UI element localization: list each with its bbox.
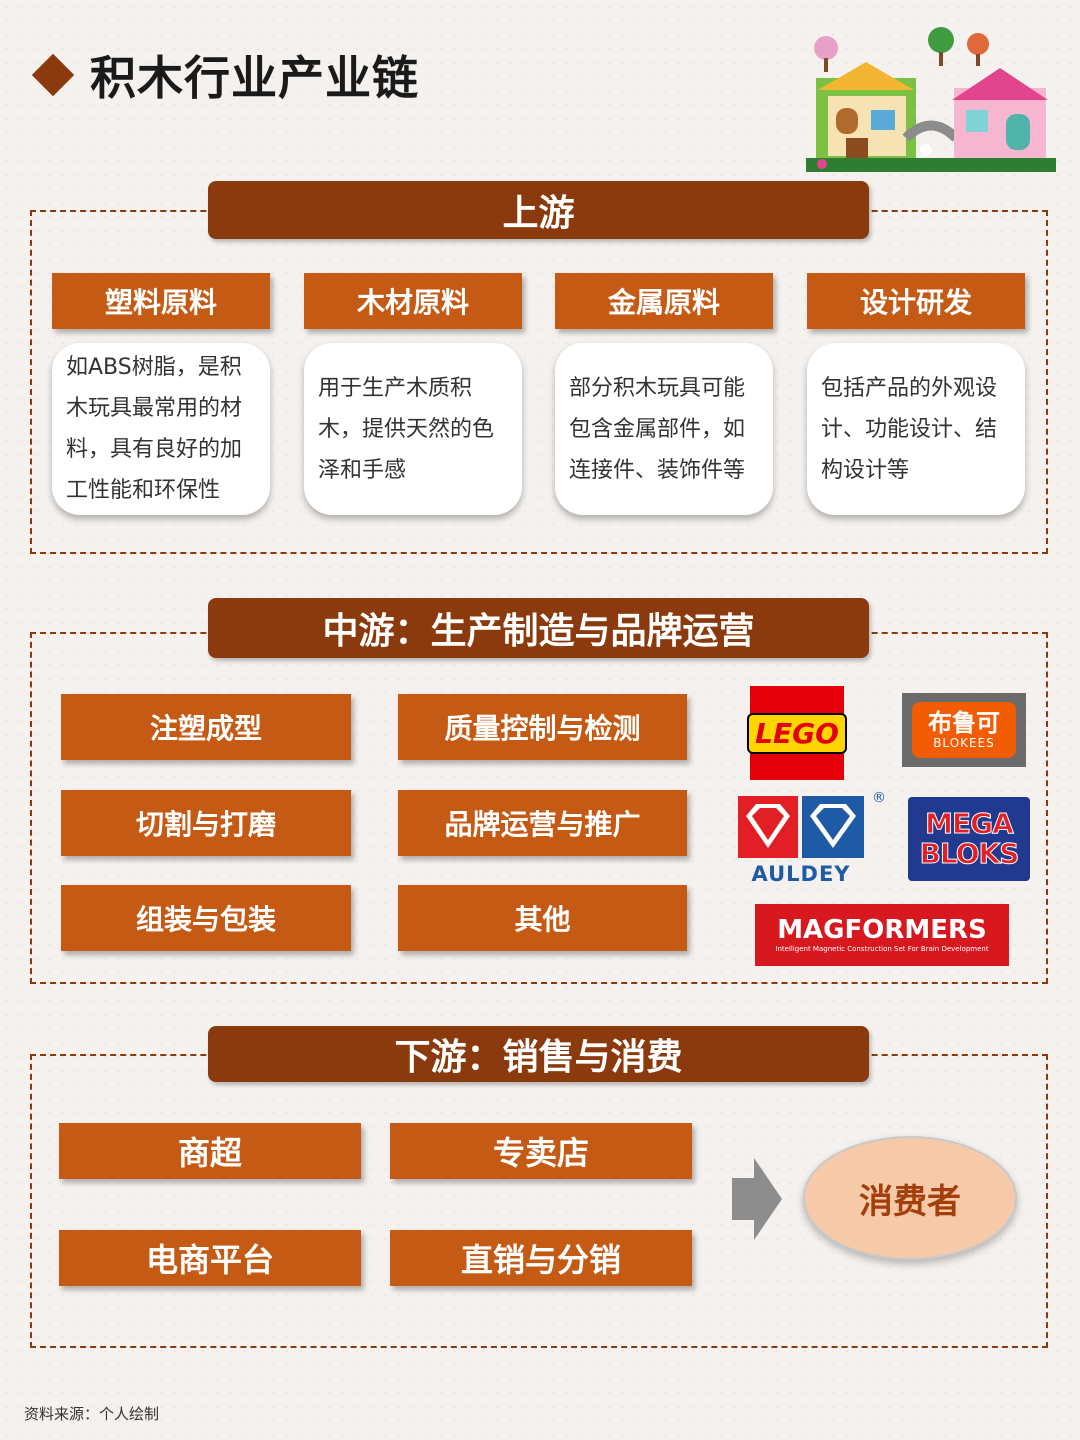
downstream-header: 下游：销售与消费 bbox=[208, 1026, 869, 1082]
downstream-item-supermarket: 商超 bbox=[59, 1123, 361, 1179]
building-blocks-illustration bbox=[806, 27, 1056, 172]
auldey-diamond-icon bbox=[738, 796, 864, 858]
page-title-text: 积木行业产业链 bbox=[90, 51, 419, 105]
upstream-category-plastic: 塑料原料 bbox=[52, 273, 270, 329]
source-note: 资料来源：个人绘制 bbox=[24, 1405, 160, 1423]
midstream-item-brand-promotion: 品牌运营与推广 bbox=[398, 790, 687, 856]
magformers-logo: MAGFORMERS Intelligent Magnetic Construc… bbox=[755, 904, 1009, 966]
downstream-item-specialty-store: 专卖店 bbox=[390, 1123, 692, 1179]
diamond-bullet-icon bbox=[31, 53, 75, 97]
upstream-category-design: 设计研发 bbox=[807, 273, 1025, 329]
downstream-item-direct-distribution: 直销与分销 bbox=[390, 1230, 692, 1286]
midstream-header: 中游：生产制造与品牌运营 bbox=[208, 598, 869, 658]
auldey-logo-text: AULDEY bbox=[751, 862, 851, 886]
consumer-label: 消费者 bbox=[859, 1181, 961, 1222]
blokees-logo-badge: 布鲁可 BLOKEES bbox=[912, 702, 1016, 758]
midstream-item-cutting-polishing: 切割与打磨 bbox=[61, 790, 351, 856]
lego-logo: LEGO bbox=[747, 686, 847, 780]
upstream-category-metal: 金属原料 bbox=[555, 273, 773, 329]
upstream-desc-text: 部分积木玩具可能包含金属部件，如连接件、装饰件等 bbox=[569, 375, 746, 483]
blokees-logo-en: BLOKEES bbox=[933, 736, 995, 750]
upstream-desc-plastic: 如ABS树脂，是积木玩具最常用的材料，具有良好的加工性能和环保性 bbox=[52, 343, 270, 515]
upstream-category-wood: 木材原料 bbox=[304, 273, 522, 329]
midstream-item-quality-control: 质量控制与检测 bbox=[398, 694, 687, 760]
lego-logo-text: LEGO bbox=[747, 712, 847, 754]
upstream-desc-wood: 用于生产木质积木，提供天然的色泽和手感 bbox=[304, 343, 522, 515]
magformers-tagline: Intelligent Magnetic Construction Set Fo… bbox=[775, 945, 989, 953]
page-title: 积木行业产业链 bbox=[30, 42, 419, 108]
consumer-ellipse: 消费者 bbox=[803, 1136, 1017, 1260]
auldey-logo: ® AULDEY bbox=[738, 790, 888, 886]
upstream-desc-design: 包括产品的外观设计、功能设计、结构设计等 bbox=[807, 343, 1025, 515]
upstream-header: 上游 bbox=[208, 181, 869, 239]
auldey-registered-mark: ® bbox=[872, 790, 886, 806]
midstream-item-injection-molding: 注塑成型 bbox=[61, 694, 351, 760]
upstream-desc-metal: 部分积木玩具可能包含金属部件，如连接件、装饰件等 bbox=[555, 343, 773, 515]
mega-bloks-logo: MEGA BLOKS bbox=[908, 797, 1030, 881]
downstream-item-ecommerce: 电商平台 bbox=[59, 1230, 361, 1286]
midstream-item-assembly-packaging: 组装与包装 bbox=[61, 885, 351, 951]
mega-logo-line2: BLOKS bbox=[919, 837, 1020, 870]
upstream-desc-text: 包括产品的外观设计、功能设计、结构设计等 bbox=[821, 375, 998, 483]
upstream-desc-text: 用于生产木质积木，提供天然的色泽和手感 bbox=[318, 375, 495, 483]
upstream-desc-text: 如ABS树脂，是积木玩具最常用的材料，具有良好的加工性能和环保性 bbox=[66, 355, 243, 503]
magformers-logo-text: MAGFORMERS bbox=[777, 915, 987, 945]
midstream-item-other: 其他 bbox=[398, 885, 687, 951]
blokees-logo-cn: 布鲁可 bbox=[928, 709, 1000, 737]
arrow-right-icon bbox=[732, 1158, 782, 1240]
mega-logo-line1: MEGA bbox=[925, 807, 1015, 840]
blokees-logo: 布鲁可 BLOKEES bbox=[902, 693, 1026, 767]
